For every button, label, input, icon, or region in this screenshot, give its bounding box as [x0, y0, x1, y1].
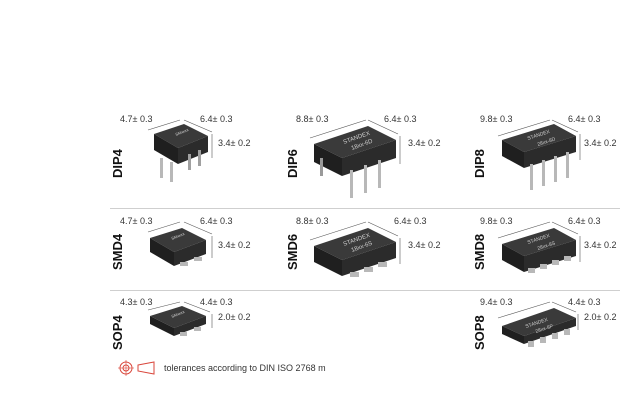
package-label-smd4: SMD4 — [110, 233, 125, 270]
package-label-smd6: SMD6 — [285, 233, 300, 270]
package-label-dip4: DIP4 — [110, 149, 125, 178]
package-label-dip6: DIP6 — [285, 149, 300, 178]
dim-height-dip4: 3.4± 0.2 — [218, 138, 251, 148]
chip-image-dip6: STANDEX 18xx-6D — [309, 119, 401, 198]
dim-width-dip8: 6.4± 0.3 — [568, 114, 601, 124]
dim-height-sop4: 2.0± 0.2 — [218, 312, 251, 322]
dim-length-smd8: 9.8± 0.3 — [480, 216, 513, 226]
chip-image-smd8: STANDEX 28xx-8S — [497, 221, 581, 273]
dim-length-dip6: 8.8± 0.3 — [296, 114, 329, 124]
tolerance-legend: tolerances according to DIN ISO 2768 m — [118, 360, 326, 376]
chip-marking-sop4: SMxxxx — [171, 309, 186, 319]
row-divider-1 — [110, 208, 620, 209]
dim-height-sop8: 2.0± 0.2 — [584, 312, 617, 322]
package-label-dip8: DIP8 — [472, 149, 487, 178]
dim-height-smd8: 3.4± 0.2 — [584, 240, 617, 250]
chip-marking-dip4: SMxxxx — [175, 127, 190, 137]
dim-length-dip8: 9.8± 0.3 — [480, 114, 513, 124]
chip-marking-dip8: 28xx-8D — [537, 136, 557, 148]
dim-length-smd4: 4.7± 0.3 — [120, 216, 153, 226]
chip-image-smd6: STANDEX 18xx-6S — [309, 221, 401, 277]
chip-image-smd4: SMxxxx — [147, 221, 213, 266]
chip-image-dip4: SMxxxx — [147, 119, 213, 182]
tolerance-legend-text: tolerances according to DIN ISO 2768 m — [164, 363, 326, 373]
dim-length-dip4: 4.7± 0.3 — [120, 114, 153, 124]
package-label-sop4: SOP4 — [110, 315, 125, 350]
dim-width-dip6: 6.4± 0.3 — [384, 114, 417, 124]
dim-length-sop4: 4.3± 0.3 — [120, 297, 153, 307]
dim-height-dip6: 3.4± 0.2 — [408, 138, 441, 148]
chip-image-sop8: STANDEX 28xx-8P — [497, 301, 579, 347]
dim-height-smd6: 3.4± 0.2 — [408, 240, 441, 250]
dim-width-smd4: 6.4± 0.3 — [200, 216, 233, 226]
dim-width-smd6: 6.4± 0.3 — [394, 216, 427, 226]
projection-symbol-icon — [118, 360, 155, 376]
dim-height-dip8: 3.4± 0.2 — [584, 138, 617, 148]
dim-length-sop8: 9.4± 0.3 — [480, 297, 513, 307]
dim-width-sop8: 4.4± 0.3 — [568, 297, 601, 307]
chip-marking-sop8: 28xx-8P — [535, 323, 555, 335]
dim-width-smd8: 6.4± 0.3 — [568, 216, 601, 226]
chip-image-dip8: STANDEX 28xx-8D — [497, 119, 581, 190]
chip-marking-smd8: 28xx-8S — [537, 240, 557, 252]
dim-height-smd4: 3.4± 0.2 — [218, 240, 251, 250]
dim-width-dip4: 6.4± 0.3 — [200, 114, 233, 124]
chip-image-sop4: SMxxxx — [147, 301, 213, 336]
row-divider-2 — [110, 290, 620, 291]
chip-marking-smd4: SMxxxx — [171, 231, 186, 241]
package-label-smd8: SMD8 — [472, 233, 487, 270]
dim-width-sop4: 4.4± 0.3 — [200, 297, 233, 307]
dim-length-smd6: 8.8± 0.3 — [296, 216, 329, 226]
package-label-sop8: SOP8 — [472, 315, 487, 350]
